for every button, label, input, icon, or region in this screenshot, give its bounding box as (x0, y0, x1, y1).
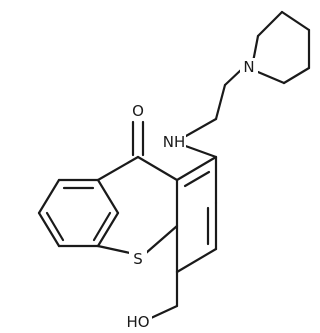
carbonyl-group (131, 120, 145, 157)
nitrogen-piperidine-label: N (243, 58, 254, 76)
left-benzene-ring (37, 178, 120, 248)
right-benzene-ring (175, 155, 218, 274)
central-ring (96, 155, 179, 255)
oxygen-carbonyl-label: O (132, 102, 144, 120)
bond (256, 70, 286, 85)
bond (223, 67, 244, 87)
piperidine-ring (251, 10, 311, 85)
nitrogen-amine-label: NH (163, 133, 186, 151)
bond (282, 66, 311, 85)
double-bond-inner (183, 170, 211, 188)
sulfur-label: S (133, 250, 143, 268)
bond (96, 211, 120, 248)
bond (96, 178, 120, 215)
bond (280, 10, 311, 32)
bond (37, 211, 61, 248)
double-bond-inner (45, 211, 65, 242)
bond (184, 117, 218, 138)
bond (149, 304, 179, 320)
bond (136, 155, 179, 182)
hydroxyl-label: HO (126, 313, 149, 331)
bond (175, 247, 218, 274)
bond (96, 244, 132, 255)
bond (214, 83, 227, 121)
double-bond-inner (92, 211, 112, 242)
bond (256, 10, 284, 38)
aminoethyl-chain (178, 67, 244, 159)
bond (144, 224, 179, 255)
hydroxymethyl-group (149, 270, 179, 320)
bond (175, 155, 218, 182)
bond (37, 178, 61, 215)
bond (251, 34, 260, 64)
bond (96, 155, 140, 182)
